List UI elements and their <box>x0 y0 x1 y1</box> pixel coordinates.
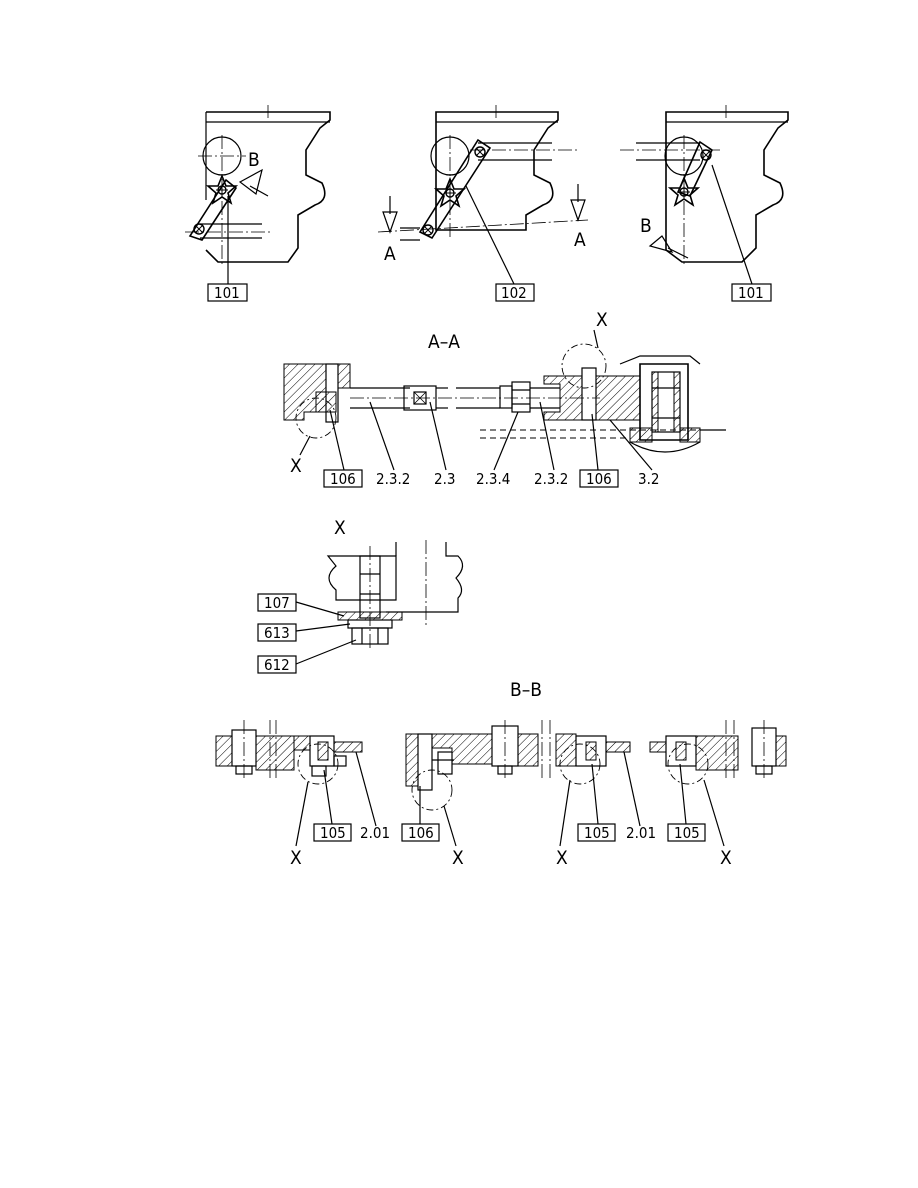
section-mark-b-right: B <box>640 215 652 237</box>
ref-box-106-bb <box>401 823 440 842</box>
ref-label-101-right: 101 <box>738 284 764 302</box>
section-mark-b-left: B <box>248 149 260 171</box>
ref-label-101-left: 101 <box>214 284 240 302</box>
section-mark-a-left: A <box>384 243 396 265</box>
bb-detail-mark-0: X <box>290 847 302 869</box>
section-mark-a-right: A <box>574 229 586 251</box>
top-view-right: B 101 <box>620 105 789 302</box>
top-view-middle: A A 102 <box>377 105 589 302</box>
aa-ref-1: 2.3.2 <box>376 470 410 488</box>
ref-box-612 <box>257 655 297 674</box>
section-bb-title: B–B <box>510 679 542 701</box>
ref-box-613 <box>257 623 297 642</box>
ref-box-106-aa-right <box>579 469 619 488</box>
aa-ref-5: 106 <box>586 470 612 488</box>
bb-ref-0: 105 <box>320 824 346 842</box>
bb-detail-mark-2: X <box>556 847 568 869</box>
bb-ref-3: 105 <box>584 824 610 842</box>
section-aa-detail-mark-right: X <box>596 309 608 331</box>
aa-ref-0: 106 <box>330 470 356 488</box>
bb-ref-2: 106 <box>408 824 434 842</box>
ref-box-102 <box>495 283 535 302</box>
ref-box-105-bb-3 <box>667 823 706 842</box>
bb-ref-5: 105 <box>674 824 700 842</box>
ref-box-105-bb-2 <box>577 823 616 842</box>
detail-x: X 107 613 612 <box>257 517 464 674</box>
aa-ref-4: 2.3.2 <box>534 470 568 488</box>
bb-ref-4: 2.01 <box>626 824 656 842</box>
ref-box-107 <box>257 593 297 612</box>
detail-x-ref-2: 612 <box>264 656 290 674</box>
ref-box-101-right <box>731 283 772 302</box>
ref-box-106-aa-left <box>323 469 363 488</box>
detail-x-title: X <box>334 517 346 539</box>
bb-detail-mark-1: X <box>452 847 464 869</box>
ref-label-102: 102 <box>501 284 527 302</box>
aa-ref-2: 2.3 <box>434 470 455 488</box>
section-aa-title: A–A <box>428 331 460 353</box>
bb-detail-mark-3: X <box>720 847 732 869</box>
detail-x-ref-1: 613 <box>264 624 290 642</box>
ref-box-105-bb-1 <box>313 823 352 842</box>
section-bb: B–B <box>215 679 787 869</box>
section-aa: A–A <box>283 309 726 488</box>
aa-ref-6: 3.2 <box>638 470 659 488</box>
top-view-left: B 101 <box>185 105 331 302</box>
aa-ref-3: 2.3.4 <box>476 470 510 488</box>
detail-x-ref-0: 107 <box>264 594 290 612</box>
bb-ref-1: 2.01 <box>360 824 390 842</box>
ref-box-101-left <box>207 283 248 302</box>
section-aa-detail-mark-left: X <box>290 455 302 477</box>
